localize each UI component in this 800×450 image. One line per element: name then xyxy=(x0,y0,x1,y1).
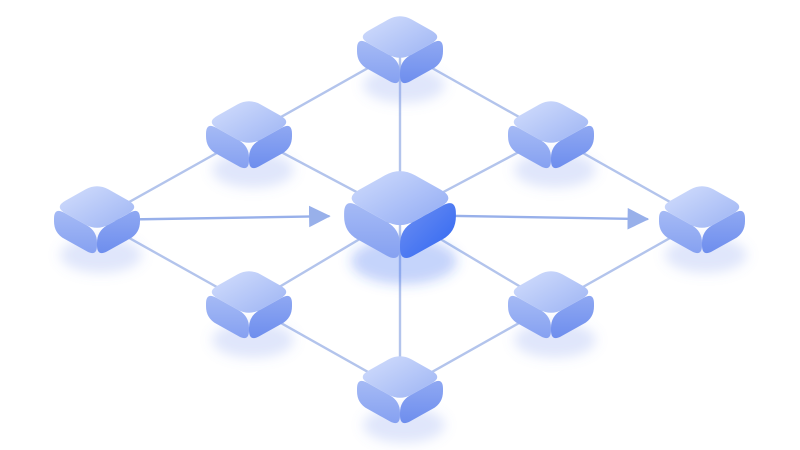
node-lower-right xyxy=(508,271,596,358)
node-right-face xyxy=(551,295,594,339)
node-center xyxy=(344,171,458,285)
node-top-face xyxy=(362,16,438,58)
node-lower-left xyxy=(206,271,294,358)
node-upper-right xyxy=(508,101,596,188)
node-far-left xyxy=(54,186,142,273)
node-top-face xyxy=(362,356,438,398)
node-left-face xyxy=(357,380,400,424)
node-top-face xyxy=(351,171,449,226)
node-right-face xyxy=(249,125,292,169)
node-top-face xyxy=(59,186,135,228)
node-left-face xyxy=(206,125,249,169)
node-left-face xyxy=(54,210,97,254)
node-left-face xyxy=(508,125,551,169)
node-right-face xyxy=(400,203,456,259)
node-right-face xyxy=(400,40,443,84)
node-bottom xyxy=(357,356,445,443)
node-left-face xyxy=(508,295,551,339)
node-top xyxy=(357,16,445,103)
node-top-face xyxy=(513,271,589,313)
node-right-face xyxy=(400,380,443,424)
node-left-face xyxy=(344,203,400,259)
node-top-face xyxy=(513,101,589,143)
node-top-face xyxy=(211,101,287,143)
node-left-face xyxy=(206,295,249,339)
node-left-face xyxy=(659,210,702,254)
node-upper-left xyxy=(206,101,294,188)
node-right-face xyxy=(249,295,292,339)
node-right-face xyxy=(702,210,745,254)
node-left-face xyxy=(357,40,400,84)
node-right-face xyxy=(97,210,140,254)
node-top-face xyxy=(664,186,740,228)
node-right-face xyxy=(551,125,594,169)
node-top-face xyxy=(211,271,287,313)
node-far-right xyxy=(659,186,747,273)
nodes-layer xyxy=(54,16,747,443)
